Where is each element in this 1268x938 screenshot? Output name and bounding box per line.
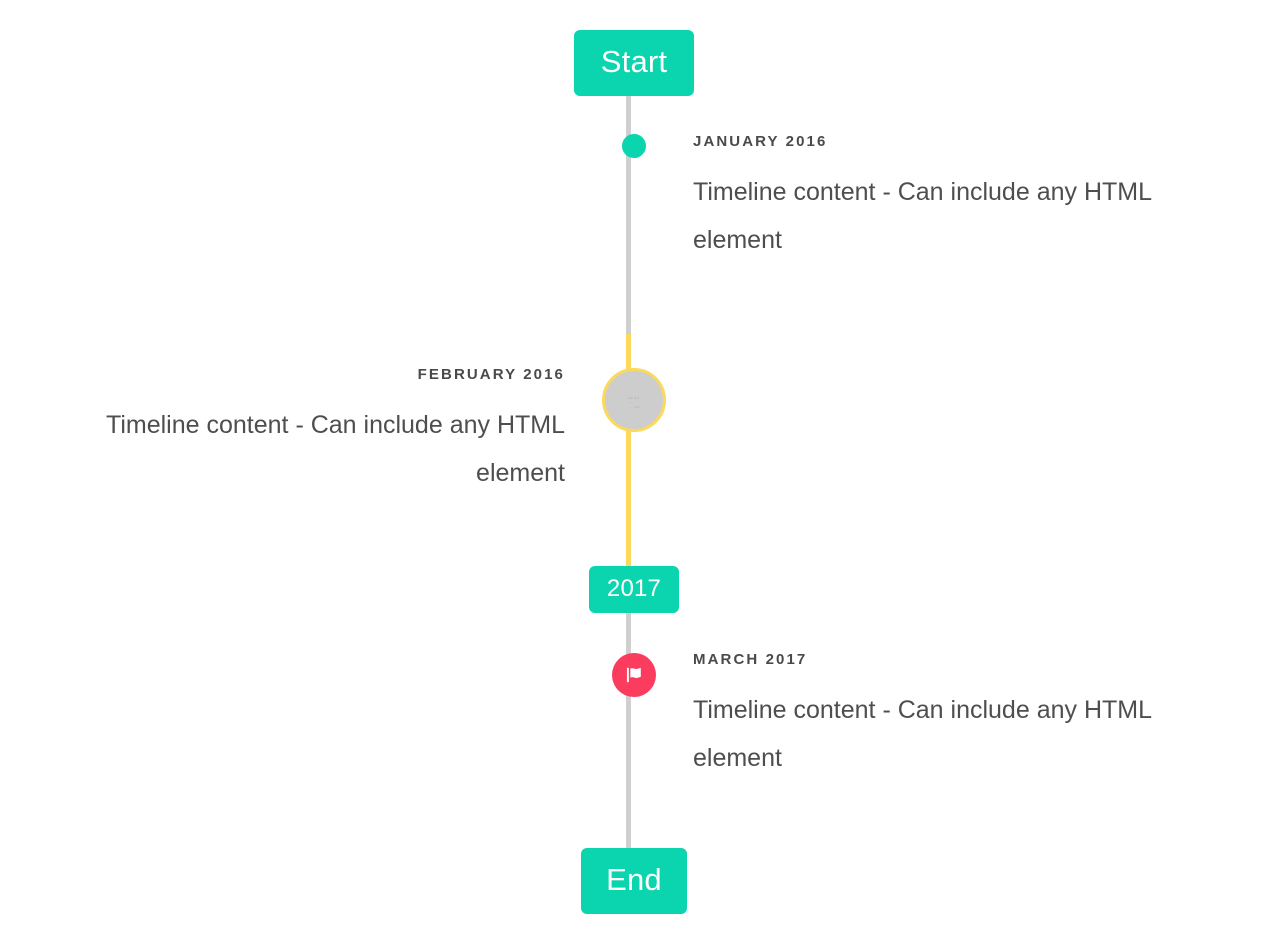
- missing-glyph-line-1: ␣␣: [627, 390, 641, 400]
- missing-glyph-icon: ␣␣ ·␣: [628, 391, 641, 409]
- timeline-event-body: Timeline content - Can include any HTML …: [693, 696, 1152, 772]
- timeline-year-divider-badge[interactable]: 2017: [589, 566, 679, 613]
- timeline-event-body: Timeline content - Can include any HTML …: [106, 411, 565, 487]
- timeline-event-date: MARCH 2017: [693, 651, 808, 668]
- timeline-rail-segment-gray-top: [626, 95, 631, 334]
- timeline-event-date: FEBRUARY 2016: [417, 366, 565, 383]
- timeline-rail-segment-gray-bottom: [626, 613, 631, 851]
- missing-glyph-line-2: ·␣: [627, 399, 641, 409]
- timeline-marker-dot-icon[interactable]: [622, 134, 646, 158]
- timeline-marker-missing-glyph-icon[interactable]: ␣␣ ·␣: [602, 368, 666, 432]
- flag-icon: [626, 667, 641, 683]
- timeline-event-february-2016: FEBRUARY 2016 Timeline content - Can inc…: [35, 366, 565, 497]
- timeline-marker-flag[interactable]: [612, 653, 656, 697]
- timeline-start-badge[interactable]: Start: [574, 30, 694, 96]
- timeline-rail-segment-yellow: [626, 334, 631, 566]
- timeline-event-march-2017: MARCH 2017 Timeline content - Can includ…: [693, 651, 1223, 782]
- timeline-event-date: JANUARY 2016: [693, 133, 828, 150]
- timeline-event-january-2016: JANUARY 2016 Timeline content - Can incl…: [693, 133, 1223, 264]
- timeline-event-body: Timeline content - Can include any HTML …: [693, 178, 1152, 254]
- timeline-end-badge[interactable]: End: [581, 848, 687, 914]
